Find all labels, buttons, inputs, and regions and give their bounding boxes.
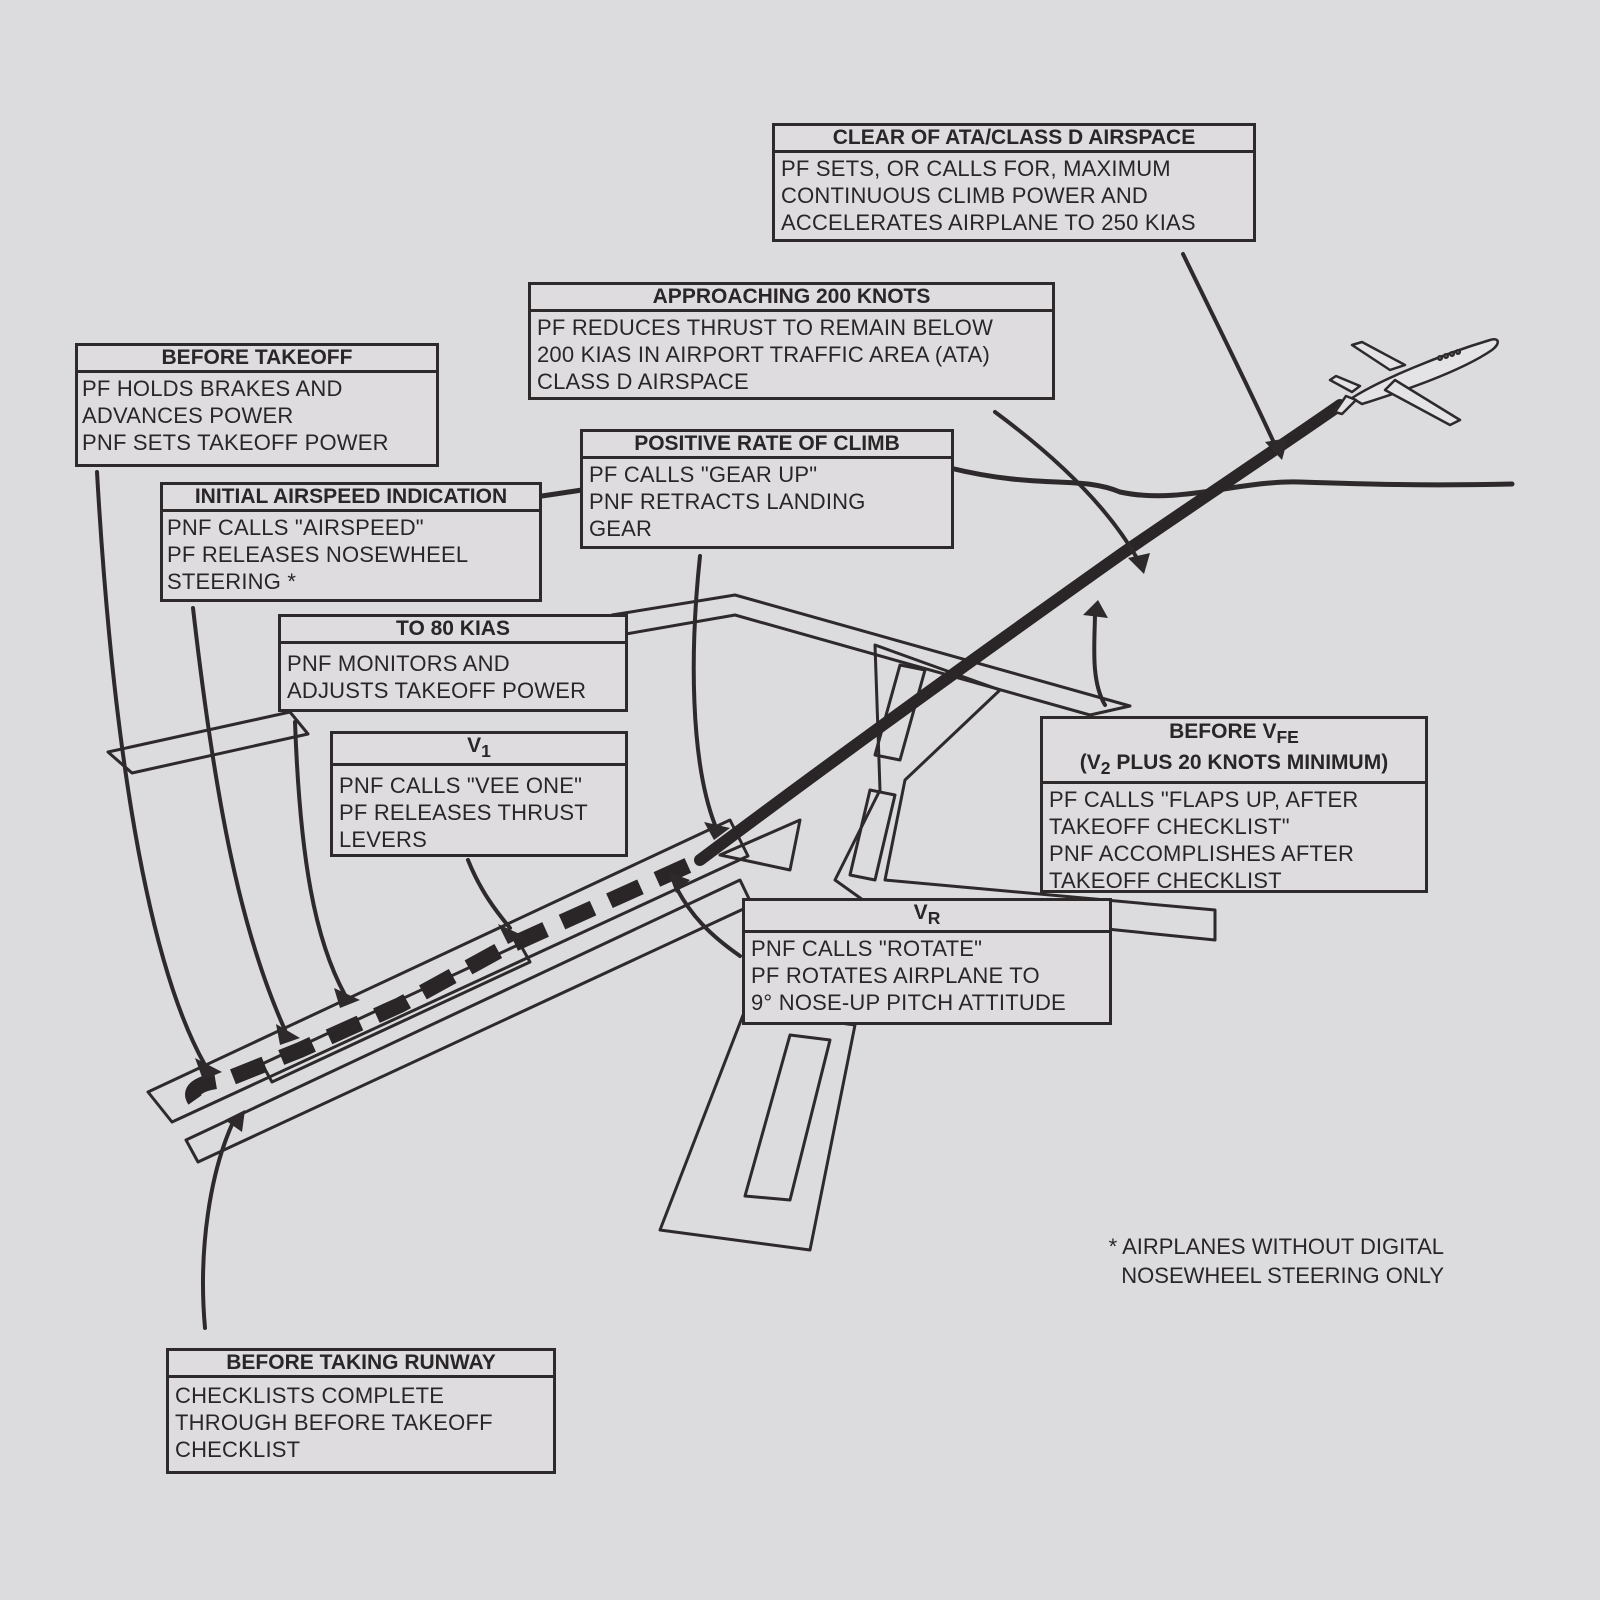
pointer-clear-ata — [1181, 252, 1277, 447]
box-title: POSITIVE RATE OF CLIMB — [583, 432, 951, 459]
box-line: TAKEOFF CHECKLIST" — [1049, 814, 1290, 840]
box-line: CHECKLISTS COMPLETE — [175, 1383, 445, 1408]
v2-subscript: 2 — [1100, 758, 1111, 779]
footnote: * AIRPLANES WITHOUT DIGITAL NOSEWHEEL ST… — [1040, 1232, 1444, 1290]
pointer-vr — [673, 883, 742, 958]
parallel-taxiway — [184, 878, 754, 1164]
box-line: PNF CALLS "AIRSPEED" — [167, 515, 424, 540]
pointer-initial-airspeed — [191, 606, 287, 1032]
pointer-approaching-200 — [993, 410, 1140, 562]
arrowhead — [1128, 553, 1150, 574]
south-runway-inner — [743, 1033, 832, 1202]
leader-line — [539, 487, 585, 499]
box-title: BEFORE TAKEOFF — [78, 346, 436, 373]
pointer-to-80 — [293, 720, 347, 997]
box-title: INITIAL AIRSPEED INDICATION — [163, 485, 539, 512]
arrowhead — [498, 924, 524, 944]
arrowhead — [276, 1024, 300, 1045]
box-line: PF SETS, OR CALLS FOR, MAXIMUM — [781, 156, 1171, 181]
box-line: PNF MONITORS AND — [287, 651, 510, 676]
vfe-label: BEFORE V — [1169, 720, 1277, 743]
climb-path — [694, 399, 1346, 866]
pointer-v1 — [466, 858, 512, 930]
box-line: PF HOLDS BRAKES AND — [82, 376, 343, 401]
box-line: PF CALLS "GEAR UP" — [589, 462, 818, 487]
pointer-before-runway — [201, 1116, 237, 1330]
box-line: TAKEOFF CHECKLIST — [1049, 868, 1282, 894]
box-title: VR — [745, 901, 1109, 934]
arrowhead — [668, 872, 690, 893]
jet-airplane-icon — [1328, 338, 1499, 427]
box-title: TO 80 KIAS — [281, 617, 625, 644]
v-subscript: 1 — [481, 741, 491, 762]
box-line: PF REDUCES THRUST TO REMAIN BELOW — [537, 315, 994, 340]
box-line: PNF CALLS "ROTATE" — [751, 936, 983, 962]
initial-airspeed-box: INITIAL AIRSPEED INDICATION PNF CALLS "A… — [160, 482, 542, 602]
box-line: CLASS D AIRSPACE — [537, 369, 749, 394]
to-80-kias-box: TO 80 KIAS PNF MONITORS AND ADJUSTS TAKE… — [278, 614, 628, 712]
box-line: ADJUSTS TAKEOFF POWER — [287, 678, 587, 703]
clear-ata-box: CLEAR OF ATA/CLASS D AIRSPACE PF SETS, O… — [772, 123, 1256, 242]
arrowhead — [195, 1058, 222, 1080]
v-label: V — [467, 734, 482, 757]
box-title: BEFORE TAKING RUNWAY — [169, 1351, 553, 1378]
before-vfe-box: BEFORE VFE (V2 PLUS 20 KNOTS MINIMUM) PF… — [1040, 716, 1428, 893]
v1-box: V1 PNF CALLS "VEE ONE" PF RELEASES THRUS… — [330, 731, 628, 857]
vr-box: VR PNF CALLS "ROTATE" PF ROTATES AIRPLAN… — [742, 898, 1112, 1025]
arrowhead — [704, 822, 730, 840]
v2-label: (V — [1079, 751, 1101, 775]
box-line: ADVANCES POWER — [82, 403, 294, 428]
box-line: LEVERS — [339, 827, 428, 853]
box-title: V1 — [333, 734, 625, 767]
box-line: 9° NOSE-UP PITCH ATTITUDE — [751, 990, 1066, 1016]
footnote-line: NOSEWHEEL STEERING ONLY — [1121, 1263, 1444, 1288]
pointer-positive-rate — [691, 554, 717, 827]
box-line: ACCELERATES AIRPLANE TO 250 KIAS — [781, 210, 1196, 235]
v2-suffix: PLUS 20 KNOTS MINIMUM) — [1110, 751, 1389, 775]
box-line: STEERING * — [167, 569, 297, 594]
box-line: CONTINUOUS CLIMB POWER AND — [781, 183, 1149, 208]
pointer-before-takeoff — [95, 470, 207, 1067]
box-line: PNF ACCOMPLISHES AFTER — [1049, 841, 1355, 867]
taxiway-triangle — [718, 818, 802, 872]
box-line: PNF SETS TAKEOFF POWER — [82, 430, 389, 455]
v-label: V — [913, 901, 928, 924]
before-takeoff-box: BEFORE TAKEOFF PF HOLDS BRAKES AND ADVAN… — [75, 343, 439, 467]
arrowhead — [334, 988, 360, 1008]
arrowhead — [225, 1110, 245, 1132]
box-line: PNF CALLS "VEE ONE" — [339, 773, 583, 799]
box-line: CHECKLIST — [175, 1437, 301, 1462]
box-title: BEFORE VFE (V2 PLUS 20 KNOTS MINIMUM) — [1043, 719, 1425, 785]
arrowhead — [1265, 438, 1288, 460]
box-line: GEAR — [589, 516, 653, 541]
box-line: PF RELEASES NOSEWHEEL — [167, 542, 469, 567]
box-line: PF CALLS "FLAPS UP, AFTER — [1049, 787, 1359, 813]
main-runway — [146, 818, 750, 1124]
ground-roll-path — [185, 852, 704, 1105]
arrowhead — [1083, 600, 1108, 618]
box-line: PF RELEASES THRUST — [339, 800, 588, 826]
v-subscript: R — [927, 908, 941, 929]
box-title: CLEAR OF ATA/CLASS D AIRSPACE — [775, 126, 1253, 153]
box-title: APPROACHING 200 KNOTS — [531, 285, 1052, 312]
pointer-before-vfe — [1092, 610, 1107, 707]
approaching-200-box: APPROACHING 200 KNOTS PF REDUCES THRUST … — [528, 282, 1055, 400]
ns-runway — [833, 643, 1217, 942]
before-taking-runway-box: BEFORE TAKING RUNWAY CHECKLISTS COMPLETE… — [166, 1348, 556, 1474]
positive-rate-box: POSITIVE RATE OF CLIMB PF CALLS "GEAR UP… — [580, 429, 954, 549]
box-line: PNF RETRACTS LANDING — [589, 489, 866, 514]
crossing-runway-far — [610, 593, 1132, 717]
south-runway — [658, 1008, 857, 1252]
vfe-subscript: FE — [1276, 727, 1299, 748]
ns-runway-cut-2 — [848, 788, 897, 882]
box-line: THROUGH BEFORE TAKEOFF — [175, 1410, 493, 1435]
footnote-line: * AIRPLANES WITHOUT DIGITAL — [1108, 1234, 1444, 1259]
box-line: 200 KIAS IN AIRPORT TRAFFIC AREA (ATA) — [537, 342, 991, 367]
box-line: PF ROTATES AIRPLANE TO — [751, 963, 1040, 989]
